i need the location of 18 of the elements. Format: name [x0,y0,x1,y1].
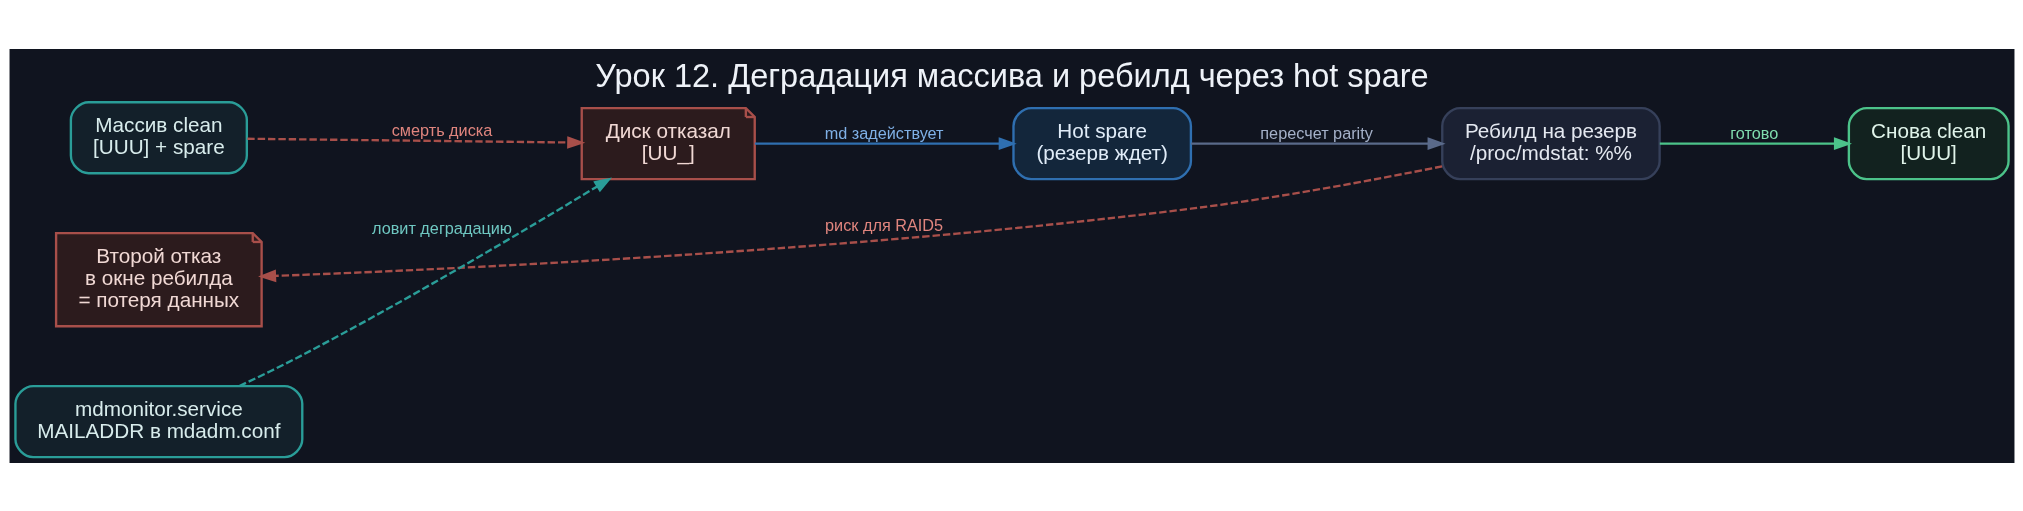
arrow [246,135,585,149]
edge-label: ловит деградацию [371,218,512,237]
node-box: Массив clean [UUU] + spare [69,100,248,174]
arrow [1190,136,1446,150]
arrow [257,164,1442,282]
node-box: Hot spare (резерв ждет) [1011,106,1192,180]
node-box: Ребилд на резерв /proc/mdstat: %% [1440,106,1661,180]
edge-label: смерть диска [391,120,492,139]
arrow [1659,136,1852,150]
edge-label: готово [1729,123,1778,142]
edge-label: пересчет parity [1259,123,1373,142]
diagram-title: Урок 12. Деградация массива и ребилд через hot spare [594,57,1429,94]
arrow [754,136,1017,150]
node-box: mdmonitor.service MAILADDR в mdadm.conf [13,384,303,458]
arrow [238,176,612,387]
edge-label: md задействует [824,123,944,142]
node-box: Снова clean [UUU] [1847,106,2010,180]
edge-label: риск для RAID5 [824,215,943,234]
